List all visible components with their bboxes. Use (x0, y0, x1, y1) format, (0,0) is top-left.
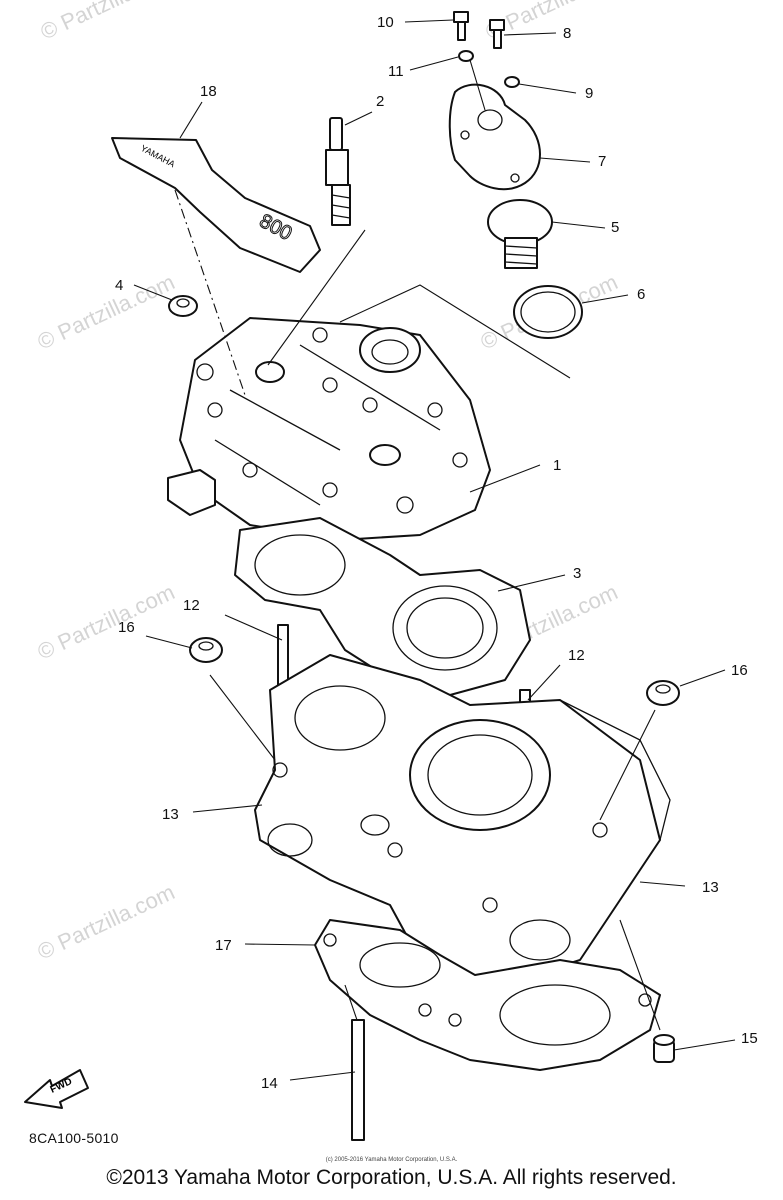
leader-lines (133, 19, 736, 1081)
part-15-dowel (653, 1034, 675, 1063)
small-copyright: (c) 2005-2016 Yamaha Motor Corporation, … (325, 1157, 458, 1163)
callout-12-right: 12 (568, 647, 585, 664)
callout-9: 9 (585, 85, 593, 102)
callout-16-left: 16 (118, 619, 135, 636)
part-3-head-gasket (234, 517, 531, 696)
part-8-bolt (489, 19, 505, 49)
callout-17: 17 (215, 937, 232, 954)
part-2-spark-plug (325, 117, 351, 226)
callout-8: 8 (563, 25, 571, 42)
callout-18: 18 (200, 83, 217, 100)
part-11-washer (458, 50, 474, 62)
part-10-bolt (453, 11, 469, 41)
part-16-nut-left (189, 637, 223, 663)
callout-3: 3 (573, 565, 581, 582)
copyright: ©2013 Yamaha Motor Corporation, U.S.A. A… (106, 1166, 677, 1189)
part-5-thermostat (487, 199, 553, 269)
part-6-o-ring (513, 285, 583, 339)
callout-14: 14 (261, 1075, 278, 1092)
part-4-nut (168, 295, 198, 317)
drawing-code: 8CA100-5010 (29, 1130, 119, 1146)
callout-13-right: 13 (702, 879, 719, 896)
part-16-nut-right (646, 680, 680, 706)
callout-1: 1 (553, 457, 561, 474)
callout-6: 6 (637, 286, 645, 303)
watermark: © Partzilla.com (34, 579, 179, 664)
callout-15: 15 (741, 1030, 758, 1047)
callout-16-right: 16 (731, 662, 748, 679)
part-17-base-gasket (314, 919, 661, 1071)
callout-10: 10 (377, 14, 394, 31)
part-13-cylinder-block (254, 654, 671, 986)
part-1-cylinder-head (167, 317, 491, 541)
part-7-thermostat-cover (448, 83, 541, 191)
watermark: © Partzilla.com (34, 879, 179, 964)
part-9-washer (504, 76, 520, 88)
callout-4: 4 (115, 277, 123, 294)
callout-2: 2 (376, 93, 384, 110)
watermark: © Partzilla.com (37, 0, 182, 45)
part-14-stud (351, 1019, 365, 1141)
watermark: © Partzilla.com (34, 269, 179, 354)
callout-13-left: 13 (162, 806, 179, 823)
callout-11: 11 (388, 63, 404, 80)
callout-5: 5 (611, 219, 619, 236)
callout-7: 7 (598, 153, 606, 170)
fwd-arrow-icon: FWD (24, 1069, 89, 1109)
callout-12-left: 12 (183, 597, 200, 614)
callouts: 1 2 3 4 5 6 7 8 9 10 11 12 12 13 13 14 1… (115, 14, 758, 1092)
part-18-cover-plate: YAMAHA 800 (111, 137, 321, 273)
